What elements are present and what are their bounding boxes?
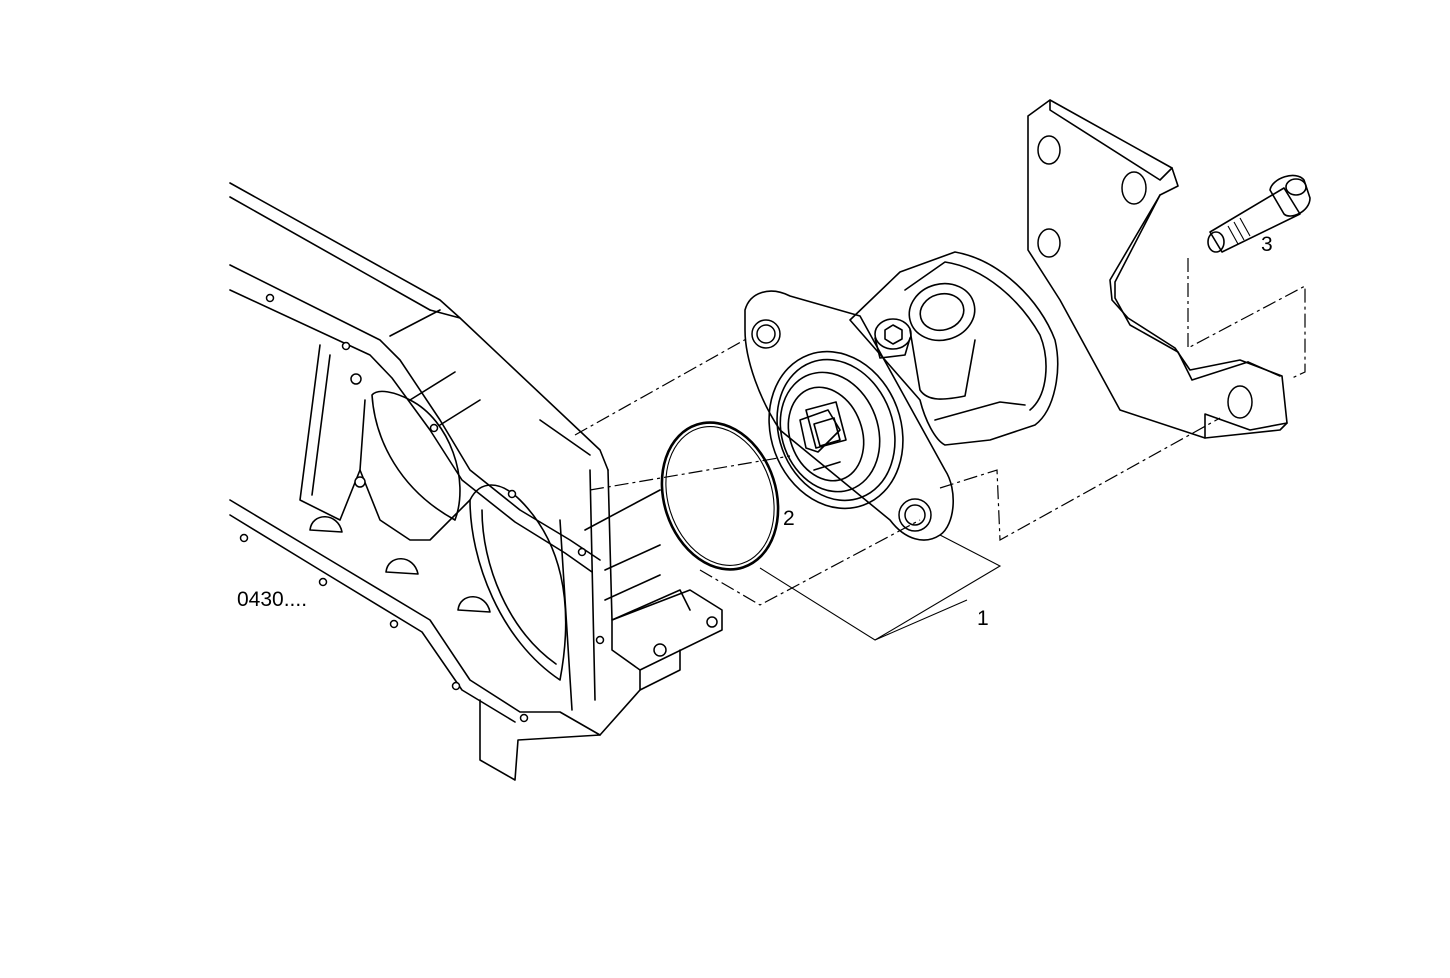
assembly-reference-label: 0430.... xyxy=(237,588,308,611)
cap-screw-icon xyxy=(1207,174,1311,253)
pump-assembly-icon xyxy=(744,251,1059,541)
mounting-bracket-icon xyxy=(1027,99,1288,439)
assembly-centerlines xyxy=(574,258,1306,606)
callout-item-1: 1 xyxy=(977,607,989,630)
o-ring-seal-icon xyxy=(660,421,780,571)
transmission-housing-icon xyxy=(229,182,723,781)
callout-item-2: 2 xyxy=(783,507,795,530)
callout-item-3: 3 xyxy=(1261,233,1273,256)
callout-leaders xyxy=(759,534,1002,641)
